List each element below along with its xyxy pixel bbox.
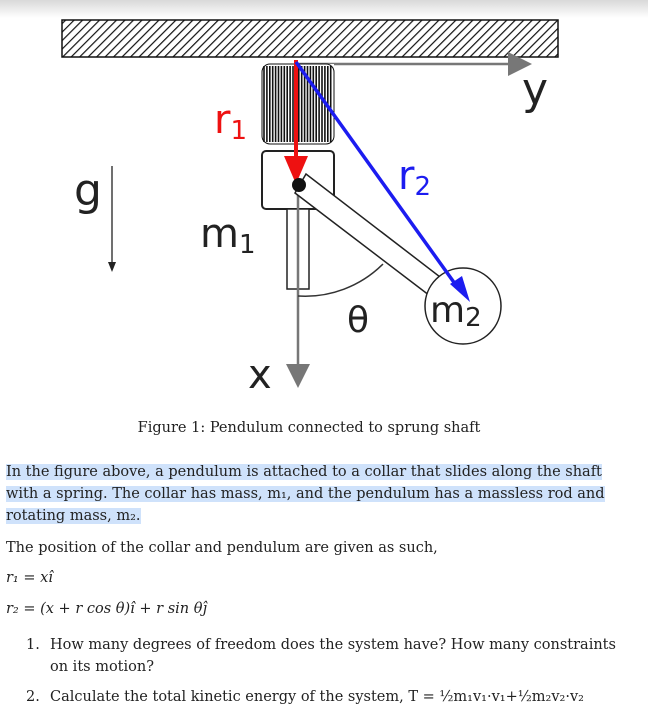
theta-arc [297, 263, 384, 297]
gravity-arrowhead [108, 262, 116, 272]
x-axis-arrowhead [286, 364, 310, 388]
r2-vector-arrowhead [450, 276, 470, 302]
ceiling-hatch [61, 19, 559, 58]
equation-r2: r₂ = (x + r cos θ)î + r sin θĵ [6, 601, 207, 617]
question-number-1: 1. [26, 637, 40, 653]
label-theta: θ [347, 300, 369, 341]
mass-m2-circle [424, 267, 502, 345]
label-r1: r1 [214, 97, 247, 146]
question-text-2: Calculate the total kinetic energy of th… [50, 689, 584, 705]
question-item-2: 2. Calculate the total kinetic energy of… [26, 686, 616, 708]
question-item-1: 1. How many degrees of freedom does the … [26, 634, 616, 678]
label-g: g [74, 165, 102, 216]
pendulum-figure: r1 r2 g m1 m2 θ x y [61, 19, 559, 398]
intro-paragraph: In the figure above, a pendulum is attac… [6, 461, 614, 527]
y-axis-arrowhead [508, 52, 532, 76]
label-m1: m1 [200, 211, 256, 260]
r2-vector-line [294, 60, 460, 290]
figure-caption: Figure 1: Pendulum connected to sprung s… [137, 420, 481, 436]
equation-r1: r₁ = xî [6, 570, 53, 586]
question-number-2: 2. [26, 689, 40, 705]
pivot-point [292, 178, 306, 192]
label-m2: m2 [430, 290, 482, 333]
position-intro: The position of the collar and pendulum … [6, 540, 438, 556]
label-y: y [522, 64, 548, 115]
label-x: x [248, 352, 272, 398]
question-text-1: How many degrees of freedom does the sys… [50, 637, 616, 675]
r1-vector-arrowhead [284, 156, 308, 184]
intro-highlighted-text: In the figure above, a pendulum is attac… [6, 464, 605, 524]
label-r2: r2 [398, 153, 431, 202]
top-shadow [0, 0, 648, 18]
